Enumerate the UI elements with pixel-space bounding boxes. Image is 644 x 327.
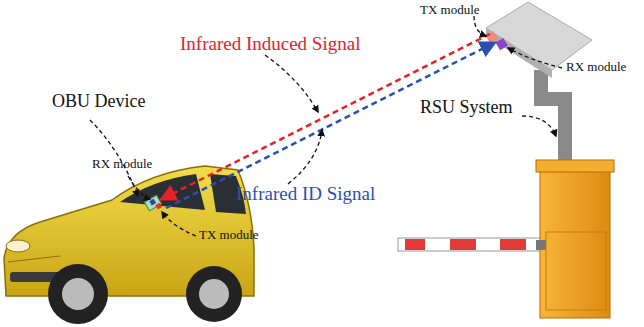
- id-signal-line: [166, 43, 494, 208]
- signal-label: Infrared Induced Signal: [180, 34, 360, 55]
- system-label: RSU System: [420, 98, 513, 118]
- leader-lines: [90, 16, 562, 236]
- module-label: RX module: [92, 157, 152, 171]
- signal-label: Infrared ID Signal: [236, 184, 375, 205]
- module-label: TX module: [420, 3, 480, 17]
- device-label: OBU Device: [52, 92, 145, 112]
- module-label: RX module: [566, 60, 626, 74]
- barrier-arm: [398, 238, 546, 251]
- module-label: TX module: [199, 228, 259, 242]
- car: [4, 166, 254, 324]
- rsu-cabinet: [536, 160, 614, 318]
- rsu-gantry: [486, 2, 592, 170]
